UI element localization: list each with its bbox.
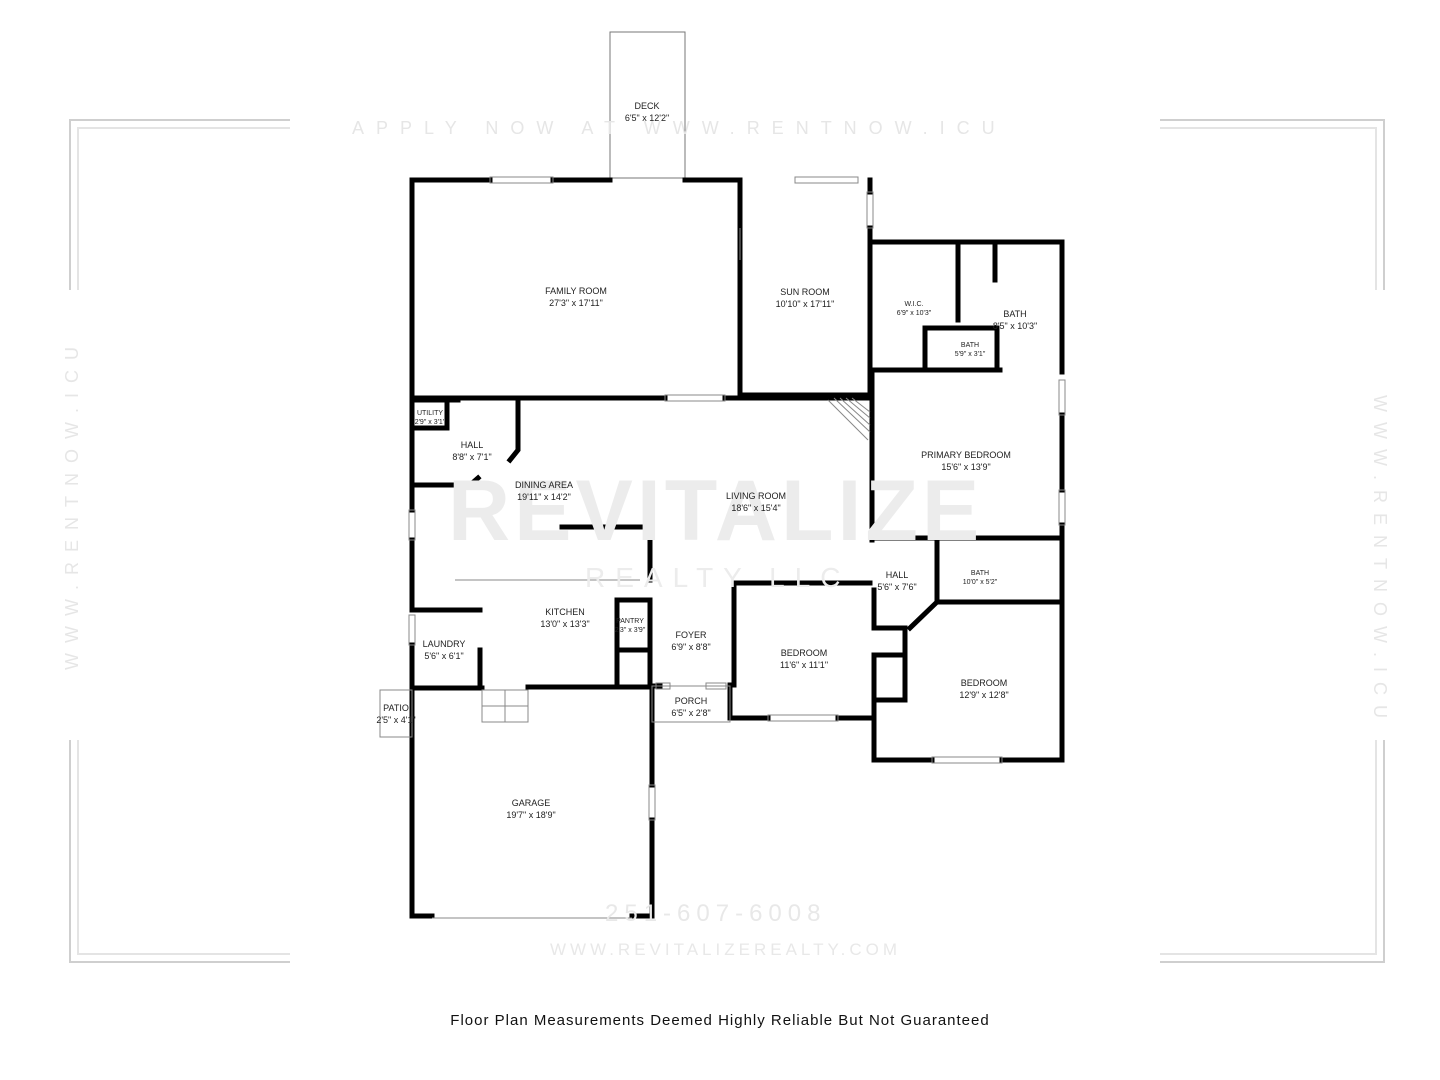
room-name: BEDROOM xyxy=(780,648,828,658)
room-label-bath-primary: BATH 8'5" x 10'3" xyxy=(993,308,1037,332)
room-name: FAMILY ROOM xyxy=(545,286,607,296)
room-size: 5'6" x 7'6" xyxy=(877,582,917,592)
watermark-left: WWW.RENTNOW.ICU xyxy=(62,337,82,670)
room-name: LAUNDRY xyxy=(422,639,466,649)
room-name: PRIMARY BEDROOM xyxy=(921,450,1011,460)
room-label-bath-small: BATH 5'9" x 3'1" xyxy=(955,341,986,359)
room-label-kitchen: KITCHEN 13'0" x 13'3" xyxy=(540,606,589,630)
thin-lines xyxy=(379,176,1066,919)
room-label-utility: UTILITY 2'9" x 3'1" xyxy=(415,409,446,427)
room-size: 12'9" x 12'8" xyxy=(959,690,1009,700)
room-name: BEDROOM xyxy=(960,678,1008,688)
room-size: 6'5" x 12'2" xyxy=(624,113,670,123)
room-label-dining-area: DINING AREA 19'11" x 14'2" xyxy=(515,479,573,503)
room-size: 19'7" x 18'9" xyxy=(506,810,556,820)
disclaimer-text: Floor Plan Measurements Deemed Highly Re… xyxy=(450,1012,990,1029)
watermark-website: WWW.REVITALIZEREALTY.COM xyxy=(550,940,902,959)
room-name: FOYER xyxy=(675,630,707,640)
room-label-living-room: LIVING ROOM 18'6" x 15'4" xyxy=(726,490,786,514)
room-size: 18'6" x 15'4" xyxy=(731,503,781,513)
room-label-bath-hall: BATH 10'0" x 5'2" xyxy=(963,569,998,587)
room-size: 5'9" x 3'1" xyxy=(954,351,986,358)
room-name: PATIO xyxy=(383,703,409,713)
room-size: 27'3" x 17'11" xyxy=(549,298,603,308)
room-name: BATH xyxy=(970,570,990,577)
room-label-hall-west: HALL 8'8" x 7'1" xyxy=(452,439,491,463)
room-name: LIVING ROOM xyxy=(725,491,787,501)
watermark-phone: 251-607-6008 xyxy=(605,900,827,927)
room-label-deck: DECK 6'5" x 12'2" xyxy=(625,100,669,124)
room-label-pantry: PANTRY 2'3" x 3'9" xyxy=(615,617,646,635)
room-label-garage: GARAGE 19'7" x 18'9" xyxy=(506,797,555,821)
watermark-logo: REVITALIZE xyxy=(448,463,984,559)
room-size: 11'6" x 11'1" xyxy=(779,660,829,670)
room-name: DECK xyxy=(634,101,660,111)
room-size: 2'3" x 3'9" xyxy=(614,627,646,634)
room-label-primary-bedroom: PRIMARY BEDROOM 15'6" x 13'9" xyxy=(921,449,1011,473)
room-size: 19'11" x 14'2" xyxy=(517,492,571,502)
room-name: UTILITY xyxy=(416,410,444,417)
room-size: 6'5" x 2'8" xyxy=(671,708,711,718)
room-name: HALL xyxy=(885,570,909,580)
room-size: 10'10" x 17'11" xyxy=(775,299,835,309)
deck-outline xyxy=(609,31,686,179)
room-size: 8'5" x 10'3" xyxy=(992,321,1038,331)
watermark-logo-sub: REALTY LLC xyxy=(585,562,851,593)
room-size: 13'0" x 13'3" xyxy=(540,619,590,629)
room-label-foyer: FOYER 6'9" x 8'8" xyxy=(671,629,710,653)
room-size: 2'5" x 4'1" xyxy=(376,715,416,725)
room-size: 6'9" x 8'8" xyxy=(671,642,711,652)
room-label-wic: W.I.C. 6'9" x 10'3" xyxy=(897,300,932,318)
room-label-hall-east: HALL 5'6" x 7'6" xyxy=(877,569,916,593)
room-size: 2'9" x 3'1" xyxy=(414,419,446,426)
room-size: 5'6" x 6'1" xyxy=(424,651,464,661)
walls xyxy=(409,177,1065,919)
room-size: 10'0" x 5'2" xyxy=(962,579,998,586)
room-name: DINING AREA xyxy=(514,480,574,490)
room-label-patio: PATIO 2'5" x 4'1" xyxy=(376,702,415,726)
room-label-bedroom-2: BEDROOM 12'9" x 12'8" xyxy=(959,677,1008,701)
room-label-sun-room: SUN ROOM 10'10" x 17'11" xyxy=(776,286,835,310)
room-label-bedroom-1: BEDROOM 11'6" x 11'1" xyxy=(780,647,828,671)
room-size: 15'6" x 13'9" xyxy=(941,462,991,472)
room-name: BATH xyxy=(1003,309,1027,319)
room-name: HALL xyxy=(460,440,484,450)
room-label-laundry: LAUNDRY 5'6" x 6'1" xyxy=(423,638,466,662)
watermark-top: APPLY NOW AT WWW.RENTNOW.ICU xyxy=(352,118,1007,138)
decorative-frame xyxy=(69,119,1385,963)
room-label-family-room: FAMILY ROOM 27'3" x 17'11" xyxy=(545,285,607,309)
room-size: 8'8" x 7'1" xyxy=(452,452,492,462)
room-name: KITCHEN xyxy=(545,607,585,617)
room-name: PORCH xyxy=(674,696,708,706)
watermark-right: WWW.RENTNOW.ICU xyxy=(1370,395,1390,728)
room-name: GARAGE xyxy=(511,798,551,808)
room-name: BATH xyxy=(960,342,980,349)
room-size: 6'9" x 10'3" xyxy=(896,310,932,317)
room-label-porch: PORCH 6'5" x 2'8" xyxy=(671,695,710,719)
room-name: SUN ROOM xyxy=(780,287,830,297)
room-name: W.I.C. xyxy=(904,301,924,308)
room-name: PANTRY xyxy=(616,618,644,625)
